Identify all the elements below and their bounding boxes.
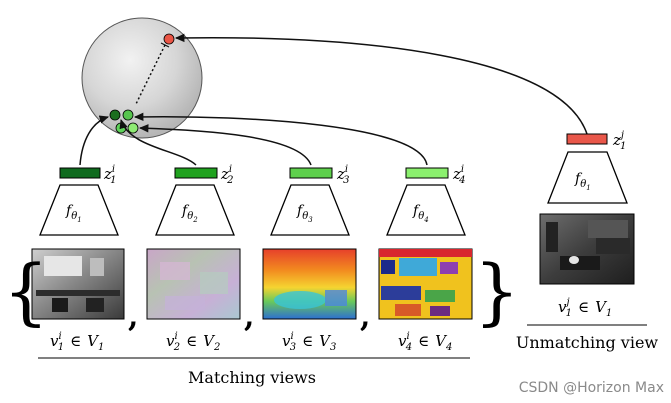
arrow-view-1 xyxy=(79,115,110,166)
arrow-unmatched xyxy=(174,33,588,135)
left-brace: { xyxy=(3,249,49,333)
embedding-bar-view-3 xyxy=(289,167,333,179)
comma-1: , xyxy=(128,299,138,334)
image-view-3 xyxy=(262,248,357,320)
encoder-view-4 xyxy=(386,184,466,236)
matching-views-label: Matching views xyxy=(188,368,316,387)
encoder-label-view-3: fθ3 xyxy=(296,203,313,224)
embedding-point-unmatched xyxy=(163,33,175,45)
repulsion-tick xyxy=(160,42,170,48)
encoder-view-2 xyxy=(155,184,235,236)
image-view-4 xyxy=(378,248,473,320)
embedding-bar-view-2 xyxy=(174,167,218,179)
encoder-label-view-2: fθ2 xyxy=(181,203,198,224)
watermark: CSDN @Horizon Max xyxy=(519,380,664,396)
comma-3: , xyxy=(360,299,370,334)
unmatching-view-label: Unmatching view xyxy=(516,333,659,352)
embedding-bar-view-1 xyxy=(59,167,101,179)
image-view-2 xyxy=(146,248,241,320)
embedding-bar-unmatched xyxy=(566,133,608,145)
arrow-view-2 xyxy=(119,119,197,166)
embedding-point-view-4 xyxy=(127,122,139,134)
repulsion-dashed-line xyxy=(135,44,166,105)
right-brace: } xyxy=(474,249,520,333)
comma-2: , xyxy=(244,299,254,334)
encoder-label-view-1: fθ1 xyxy=(65,203,82,224)
embedding-sphere xyxy=(81,17,203,139)
arrow-view-4 xyxy=(133,112,428,166)
encoder-label-unmatched: fθ1 xyxy=(574,171,591,192)
embedding-point-view-1 xyxy=(109,109,121,121)
arrow-view-3 xyxy=(138,124,312,166)
encoder-label-view-4: fθ4 xyxy=(412,203,429,224)
encoder-view-3 xyxy=(270,184,350,236)
embedding-bar-view-4 xyxy=(405,167,449,179)
encoder-view-1 xyxy=(39,184,119,236)
image-view-1 xyxy=(31,248,125,320)
image-unmatched xyxy=(539,213,635,285)
embedding-point-view-2 xyxy=(122,109,134,121)
encoder-unmatched xyxy=(547,151,628,204)
